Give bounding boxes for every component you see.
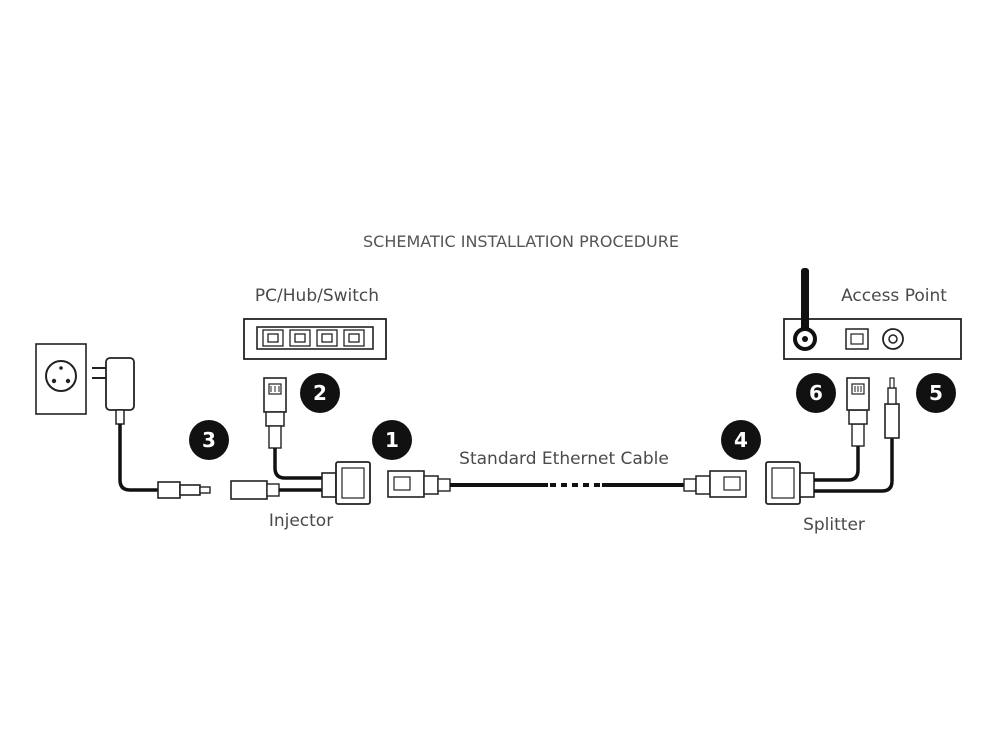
injector-dc-jack (230, 480, 332, 500)
wall-outlet (35, 343, 87, 415)
step-badge-1: 1 (372, 420, 412, 460)
access-point (783, 268, 962, 360)
switch-rj45-plug (263, 377, 332, 480)
step-badge-6: 6 (796, 373, 836, 413)
access-point-label: Access Point (841, 286, 947, 306)
pc-hub-switch (243, 318, 387, 360)
splitter (765, 438, 894, 505)
switch-ports (262, 329, 365, 347)
step-badge-3: 3 (189, 420, 229, 460)
step-badge-2: 2 (300, 373, 340, 413)
power-adapter (92, 357, 211, 499)
svg-text:6: 6 (809, 381, 823, 405)
ap-dc-plug (884, 377, 900, 439)
svg-text:4: 4 (734, 428, 748, 452)
injector (321, 461, 371, 505)
standard-cable-label: Standard Ethernet Cable (459, 449, 669, 469)
svg-text:5: 5 (929, 381, 943, 405)
splitter-label: Splitter (803, 515, 865, 535)
svg-text:1: 1 (385, 428, 399, 452)
step-badge-4: 4 (721, 420, 761, 460)
diagram-title: SCHEMATIC INSTALLATION PROCEDURE (363, 232, 679, 251)
svg-text:2: 2 (313, 381, 327, 405)
antenna-icon (801, 268, 809, 332)
injector-label: Injector (269, 511, 333, 531)
pc-hub-switch-label: PC/Hub/Switch (255, 286, 379, 306)
ap-rj45-plug (846, 377, 870, 447)
svg-text:3: 3 (202, 428, 216, 452)
step-badge-5: 5 (916, 373, 956, 413)
standard-ethernet-cable (387, 470, 747, 498)
